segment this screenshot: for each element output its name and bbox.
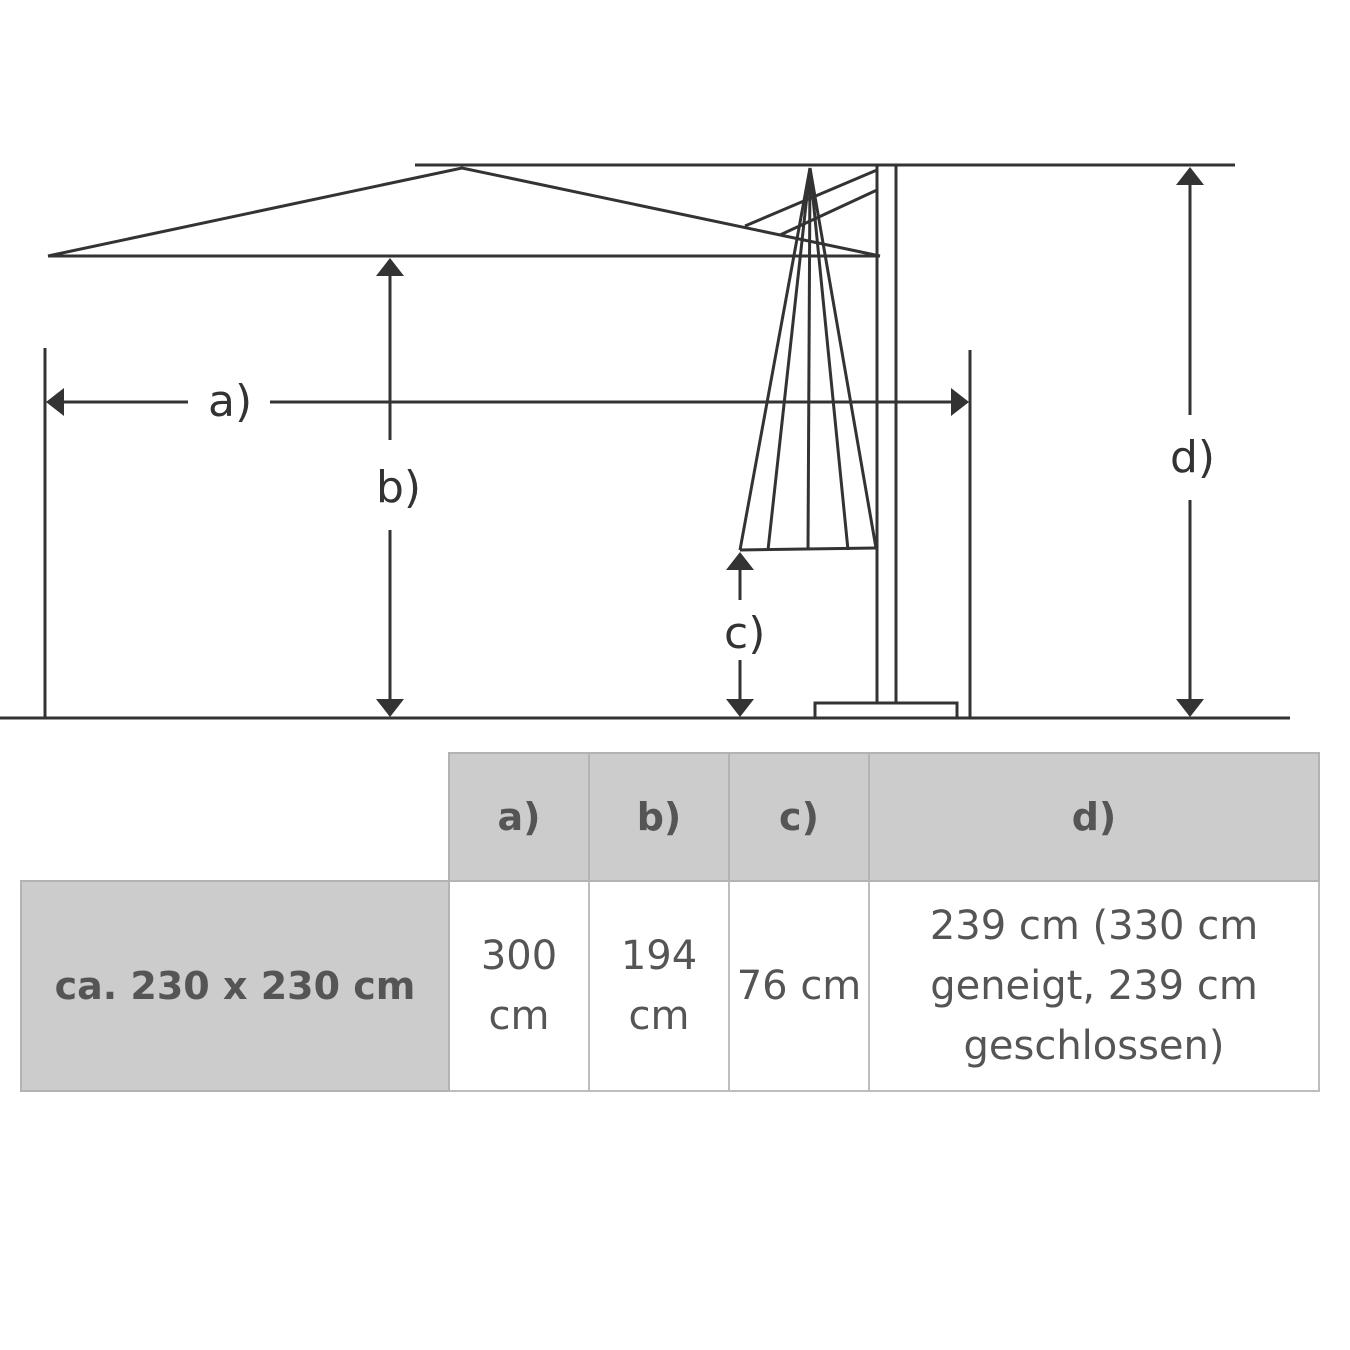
- dimension-a-arrow-right: [951, 388, 969, 416]
- umbrella-dimension-diagram: a) b) c) d): [0, 163, 1290, 720]
- closed-umbrella-rib-1: [738, 167, 812, 551]
- value-d: 239 cm (330 cm geneigt, 239 cm geschloss…: [868, 880, 1320, 1092]
- value-a: 300 cm: [448, 880, 590, 1092]
- dimension-c-arrow-bottom: [726, 699, 754, 717]
- dimension-b-label: b): [376, 462, 421, 513]
- dimension-d-label: d): [1170, 432, 1215, 483]
- header-b: b): [588, 752, 730, 882]
- header-d: d): [868, 752, 1320, 882]
- dimension-c-label: c): [724, 608, 765, 659]
- dimension-d-arrow-bottom: [1176, 699, 1204, 717]
- umbrella-base: [813, 701, 959, 720]
- dimension-c-arrow-top: [726, 552, 754, 570]
- canopy-outline: [47, 166, 881, 258]
- table-row: ca. 230 x 230 cm 300 cm 194 cm 76 cm 239…: [20, 880, 1320, 1092]
- closed-umbrella-bottom: [739, 546, 877, 552]
- table-header-row: a) b) c) d): [21, 752, 1320, 882]
- value-b: 194 cm: [588, 880, 730, 1092]
- closed-umbrella-rib-3: [806, 167, 812, 551]
- arm-brace-2: [779, 188, 878, 237]
- closed-umbrella-rib-4: [808, 167, 850, 551]
- dimension-a-arrow-left: [46, 388, 64, 416]
- row-label-size: ca. 230 x 230 cm: [20, 880, 450, 1092]
- value-c: 76 cm: [728, 880, 870, 1092]
- closed-umbrella-rib-2: [766, 167, 812, 551]
- dimension-table: a) b) c) d) ca. 230 x 230 cm 300 cm 194 …: [20, 752, 1320, 1092]
- dimension-b-arrow-bottom: [376, 699, 404, 717]
- header-a: a): [448, 752, 590, 882]
- dimension-d-arrow-top: [1176, 167, 1204, 185]
- dimension-a-label: a): [208, 376, 252, 427]
- closed-umbrella-rib-5: [808, 167, 878, 549]
- dimension-b-arrow-top: [376, 258, 404, 276]
- table-corner-empty: [21, 753, 449, 881]
- header-c: c): [728, 752, 870, 882]
